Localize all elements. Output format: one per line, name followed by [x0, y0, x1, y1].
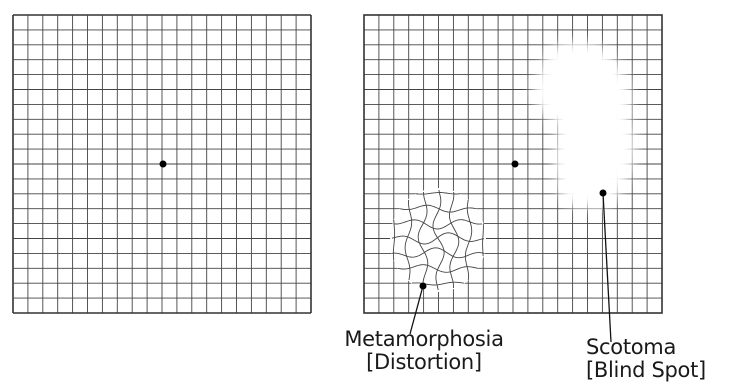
- scotoma-pointer-line: [603, 193, 611, 342]
- metamorphosia-label-line2: [Distortion]: [306, 351, 542, 374]
- scotoma-label-line1: Scotoma: [586, 336, 746, 359]
- distortion-patch: [390, 188, 486, 292]
- scotoma-label: Scotoma [Blind Spot]: [586, 336, 746, 382]
- scotoma-pointer-dot: [600, 190, 607, 197]
- fixation-dot-affected: [512, 161, 519, 168]
- fixation-dot-normal: [160, 161, 167, 168]
- scotoma-blind-spot: [533, 41, 635, 209]
- metamorphosia-label: Metamorphosia [Distortion]: [306, 328, 542, 374]
- distortion-region: [390, 188, 486, 292]
- metamorphosia-label-line1: Metamorphosia: [306, 328, 542, 351]
- scotoma-label-line2: [Blind Spot]: [586, 359, 746, 382]
- metamorphosia-pointer-dot: [420, 283, 427, 290]
